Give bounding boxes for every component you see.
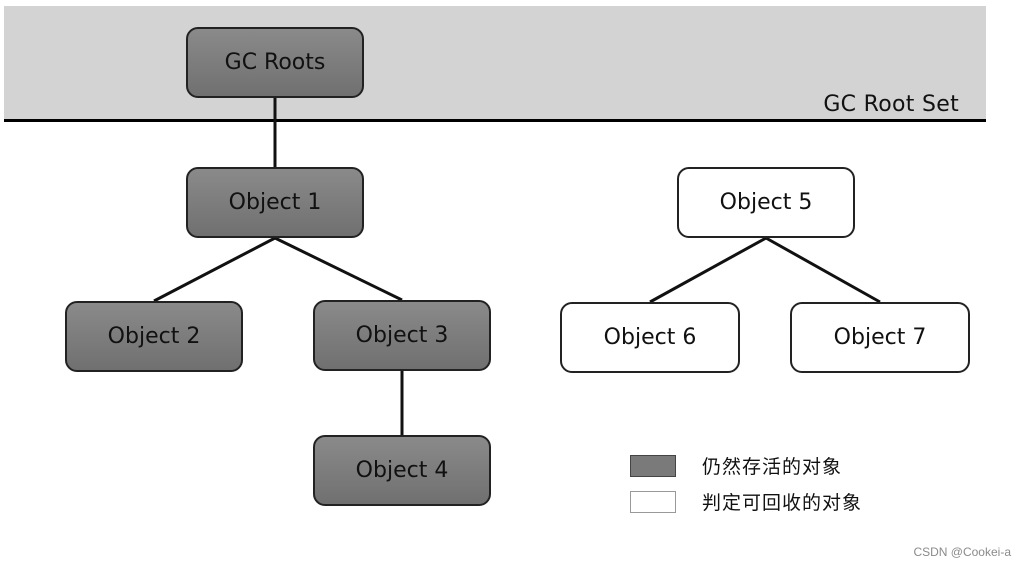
gc-root-set-boundary [4,119,986,122]
watermark: CSDN @Cookei-a [913,545,1011,559]
edge-object-1-to-object-3 [274,236,403,302]
gc-root-set-region [4,6,986,119]
legend-dead-text: 判定可回收的对象 [702,492,863,514]
legend-alive: 仍然存活的对象 [630,452,842,479]
gc-root-set-label: GC Root Set [823,92,959,117]
legend-alive-swatch [630,454,676,477]
object-2-node: Object 2 [65,301,243,372]
edge-object-5-to-object-6 [649,236,767,304]
object-3-node: Object 3 [313,300,491,371]
edge-object-1-to-object-2 [153,236,276,303]
object-7-node: Object 7 [790,302,970,373]
legend-dead-swatch [630,490,676,513]
legend-alive-text: 仍然存活的对象 [702,456,843,478]
object-4-node: Object 4 [313,435,491,506]
gc-roots-node: GC Roots [186,27,364,98]
object-5-node: Object 5 [677,167,855,238]
object-6-node: Object 6 [560,302,740,373]
edge-object-5-to-object-7 [765,236,881,304]
object-1-node: Object 1 [186,167,364,238]
legend-dead: 判定可回收的对象 [630,488,862,515]
